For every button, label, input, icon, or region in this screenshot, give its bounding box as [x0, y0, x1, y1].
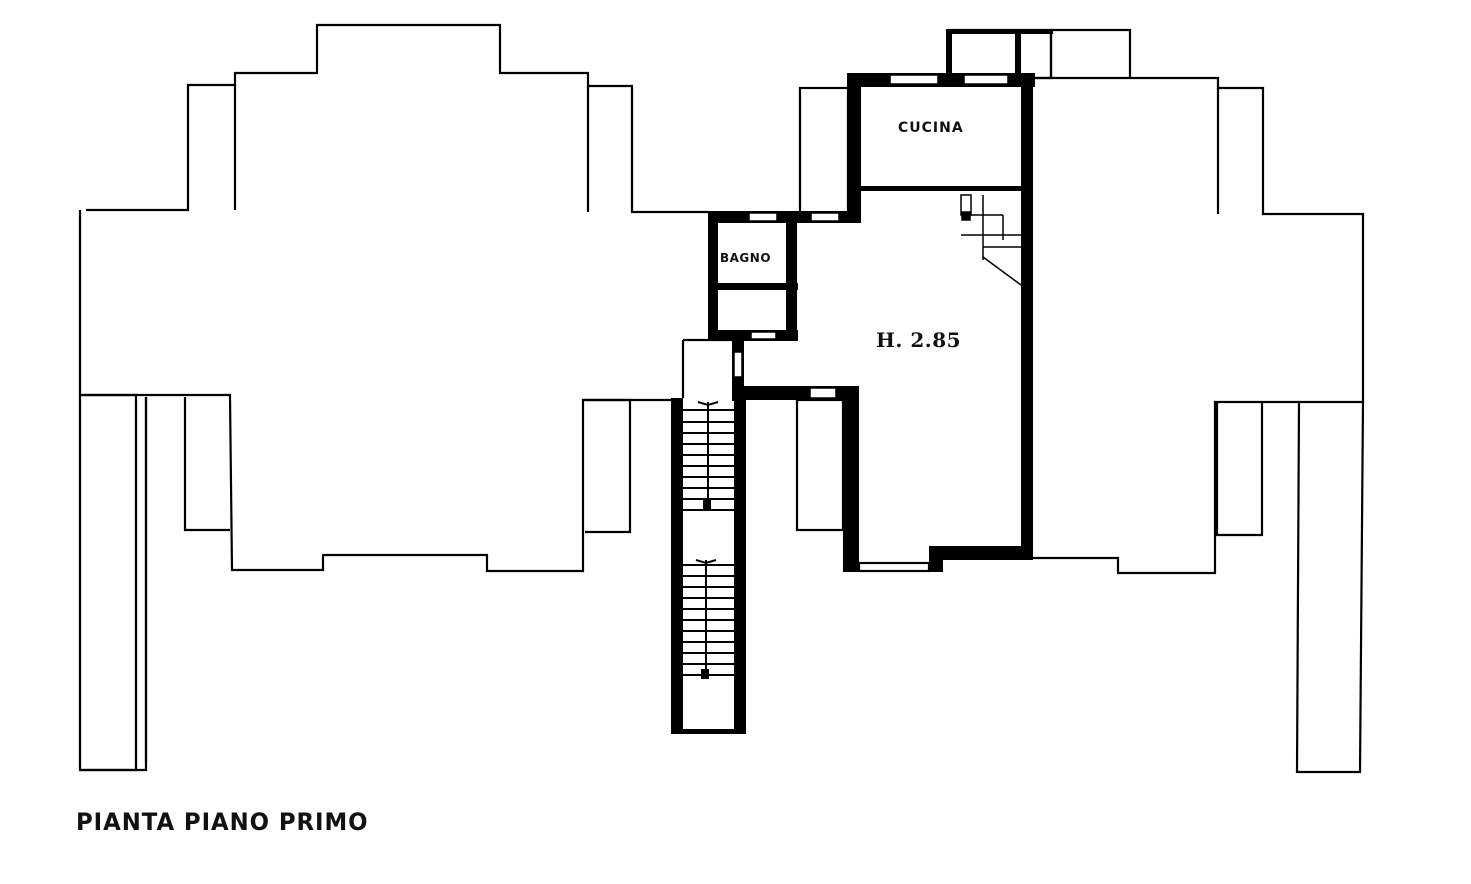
spiral-stair [960, 194, 1022, 286]
windows [733, 74, 1009, 399]
room-label-cucina: CUCINA [898, 120, 964, 136]
apartment-walls [708, 73, 1035, 573]
ceiling-height-label: H. 2.85 [876, 328, 962, 352]
external-stair [671, 338, 746, 734]
room-label-bagno: BAGNO [720, 251, 772, 265]
left-building-outline [78, 23, 708, 772]
top-balcony [946, 28, 1053, 80]
plan-title: PIANTA PIANO PRIMO [76, 808, 369, 836]
right-building-outline [1032, 28, 1365, 774]
